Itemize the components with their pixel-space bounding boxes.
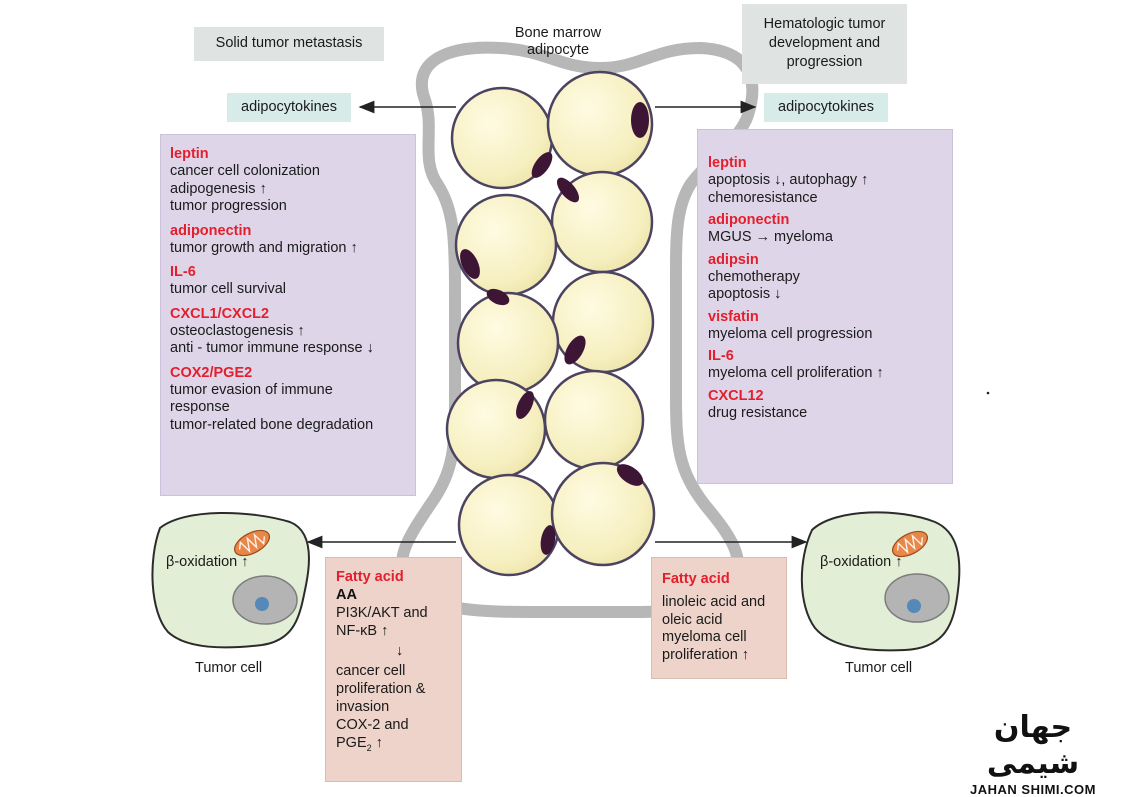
dot-mark: [986, 391, 990, 395]
nucleus: [616, 464, 644, 486]
nucleus: [486, 288, 510, 306]
tumor-cell-left: [151, 512, 310, 649]
outcome-line: proliferation &: [336, 681, 426, 697]
outcome-line: cancer cell: [336, 663, 406, 679]
adipokine-name: adiponectin: [170, 222, 252, 239]
tumor-cell-caption-right: Tumor cell: [845, 660, 913, 676]
nucleus: [564, 335, 586, 365]
fatty-acid-line: oleic acid: [662, 611, 723, 628]
adipokine-effect: chemoresistance: [708, 189, 818, 206]
adipokine-effect: chemotherapy: [708, 268, 800, 285]
nucleus: [460, 249, 480, 279]
adipocyte-cluster: [445, 70, 656, 577]
adipokine-effect: apoptosis ↓: [708, 286, 782, 302]
hematologic-tumor-header: Hematologic tumor development and progre…: [742, 4, 907, 84]
adipokine-name: IL-6: [708, 348, 734, 364]
fatty-acid-line: linoleic acid and: [662, 594, 766, 610]
nucleus: [556, 177, 580, 203]
outcome-line: COX-2 and: [336, 717, 409, 733]
fatty-acid-line: myeloma cell: [662, 629, 747, 645]
adipokine-effect: anti - tumor immune response ↓: [170, 340, 374, 356]
cell-nucleus-icon: [232, 575, 298, 625]
watermark-logo: جهان شیمی JAHAN SHIMI.COM: [952, 710, 1114, 797]
adipokine-name: leptin: [170, 146, 209, 162]
cell-nucleus-icon: [884, 573, 950, 623]
pathway-line: PI3K/AKT and: [336, 605, 428, 621]
nucleus: [540, 525, 556, 555]
adipocyte: [457, 473, 561, 577]
fatty-acid-line: proliferation ↑: [662, 646, 750, 663]
pathway-line: NF-κB ↑: [336, 623, 389, 639]
adipokine-name: CXCL12: [708, 387, 764, 404]
aa-label: AA: [336, 587, 357, 603]
nucleus: [531, 152, 553, 178]
adipocytokines-chip-right: adipocytokines: [764, 93, 888, 122]
beta-oxidation-label-right: β-oxidation ↑: [820, 554, 903, 570]
nucleus: [631, 102, 649, 138]
bone-marrow-adipocyte-label: Bone marrow adipocyte: [514, 25, 602, 58]
adipocyte-nuclei: [460, 102, 649, 555]
pge2-line: PGE2 ↑: [336, 735, 383, 753]
adipocyte: [550, 461, 656, 567]
fatty-acid-title: Fatty acid: [662, 571, 730, 587]
adipokine-effect: adipogenesis ↑: [170, 180, 267, 197]
tumor-cell-right: [800, 511, 961, 652]
adipokine-effect: myeloma cell proliferation ↑: [708, 365, 884, 381]
adipokine-effect: tumor-related bone degradation: [170, 416, 374, 433]
watermark-url: JAHAN SHIMI.COM: [970, 782, 1096, 797]
adipokine-effect: tumor evasion of immune: [170, 381, 333, 398]
adipocyte: [454, 193, 558, 297]
adipocytokines-chip-left: adipocytokines: [227, 93, 351, 122]
adipokine-effect: drug resistance: [708, 404, 808, 421]
adipokine-name: visfatin: [708, 308, 759, 325]
fatty-acid-box-left: Fatty acid AA PI3K/AKT and NF-κB ↑ ↓ can…: [325, 557, 462, 782]
adipokine-name: adipsin: [708, 251, 759, 268]
adipokine-effect: osteoclastogenesis ↑: [170, 322, 305, 339]
watermark-script: جهان شیمی: [986, 710, 1080, 781]
adipokine-name: CXCL1/CXCL2: [170, 305, 270, 322]
fatty-acid-title: Fatty acid: [336, 569, 404, 585]
adipokine-effect: tumor progression: [170, 198, 287, 214]
adipocyte: [456, 291, 560, 395]
beta-oxidation-label-left: β-oxidation ↑: [166, 554, 249, 570]
adipokine-effect: tumor cell survival: [170, 281, 287, 297]
tumor-cell-caption-left: Tumor cell: [195, 660, 263, 676]
adipokine-effect: tumor growth and migration ↑: [170, 239, 358, 256]
adipokine-name: COX2/PGE2: [170, 364, 253, 381]
mitochondrion-icon: [233, 529, 271, 557]
down-arrow: ↓: [396, 643, 404, 659]
adipokine-effect: MGUS → myeloma: [708, 229, 833, 245]
fatty-acid-box-right: Fatty acid linoleic acid and oleic acid …: [651, 557, 787, 679]
adipocyte: [543, 369, 645, 471]
adipokine-effect: myeloma cell progression: [708, 325, 873, 342]
adipokine-name: IL-6: [170, 264, 196, 280]
adipokine-effect: apoptosis ↓, autophagy ↑: [708, 172, 869, 188]
adipokine-name: leptin: [708, 155, 747, 171]
adipokine-effect: cancer cell colonization: [170, 163, 320, 179]
nucleus: [516, 391, 534, 419]
adipokine-effect: response: [170, 399, 230, 415]
adipokine-name: adiponectin: [708, 212, 790, 228]
solid-tumor-header: Solid tumor metastasis: [194, 27, 384, 61]
outcome-line: invasion: [336, 699, 390, 715]
mitochondrion-icon: [891, 530, 929, 558]
